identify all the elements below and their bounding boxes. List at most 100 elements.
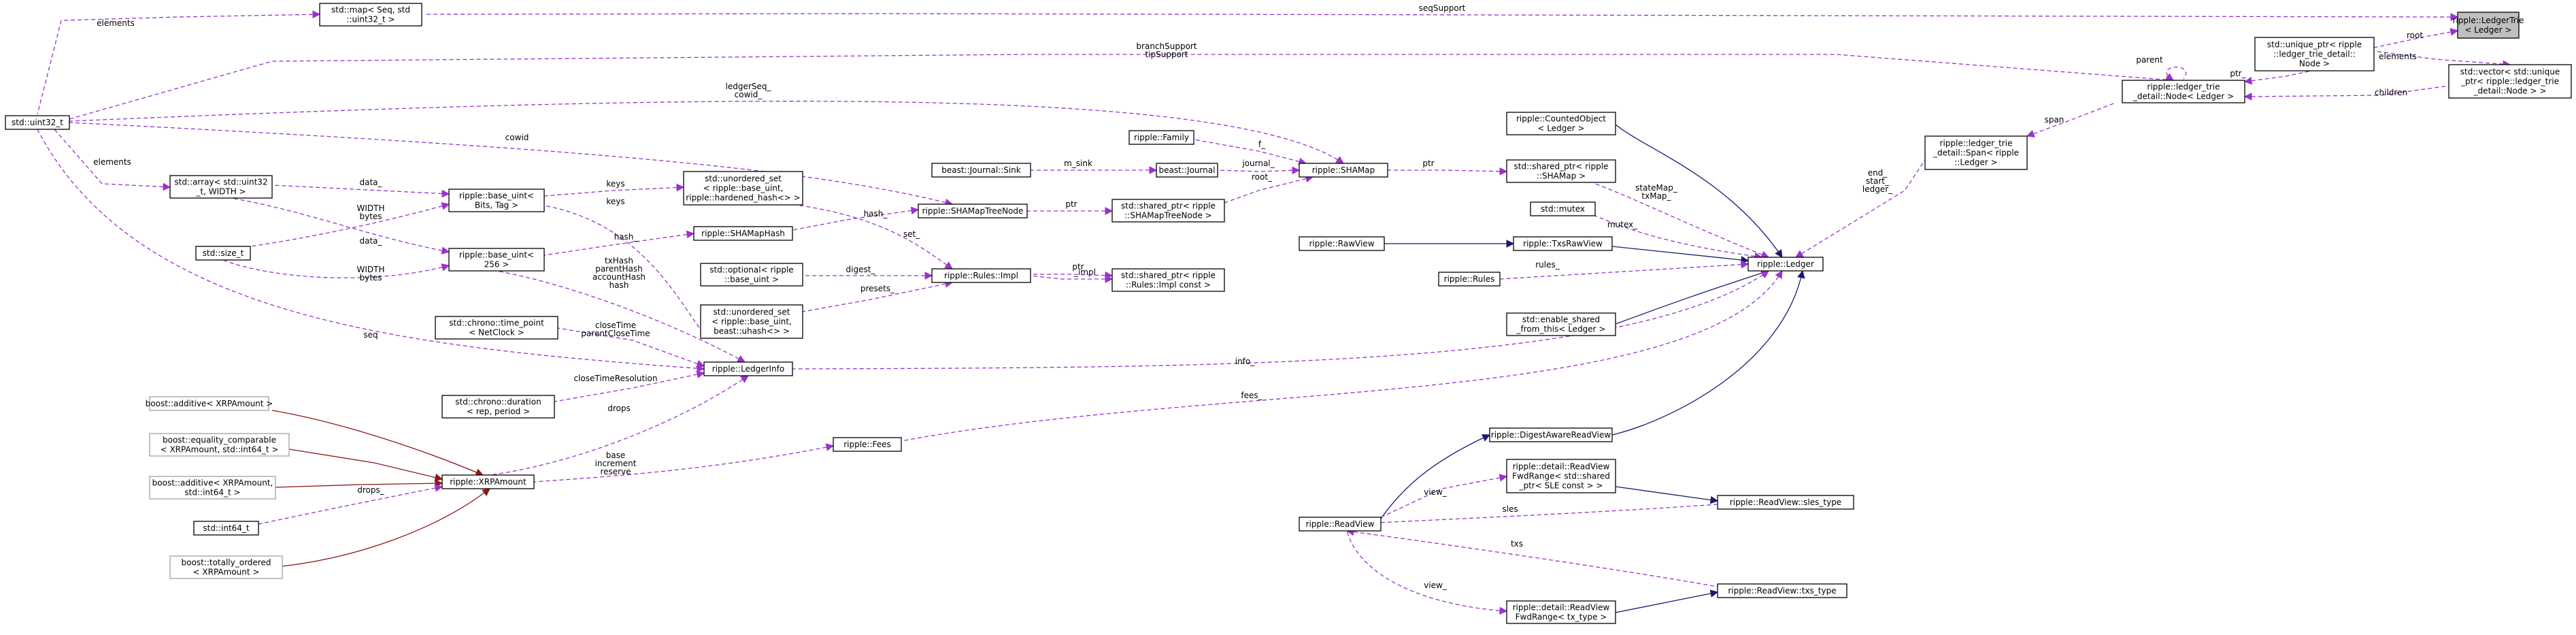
node-label: ripple::XRPAmount [450,477,526,487]
class-node-int64[interactable]: std::int64_t [193,521,259,536]
edge-label: start_ [1866,176,1890,186]
class-node-optional[interactable]: std::optional< ripple::base_uint > [700,263,803,287]
edge-label: view_ [1424,487,1448,497]
edge-line [1795,159,1926,258]
node-label: ripple::Rules::Impl [944,271,1018,280]
class-node-unorduhash[interactable]: std::unordered_set< ripple::base_uint,be… [700,304,803,339]
node-label: std::chrono::time_point [449,319,544,328]
class-node-shamap[interactable]: ripple::SHAMap [1299,163,1388,178]
class-node-vecuniq[interactable]: std::vector< std::unique_ptr< ripple::le… [2448,64,2572,99]
class-node-span[interactable]: ripple::ledger_trie_detail::Span< ripple… [1924,135,2028,170]
edge-label: cowid_ [735,90,763,99]
node-box [1156,163,1218,178]
class-node-mutex[interactable]: std::mutex [1530,201,1596,216]
class-node-sizet[interactable]: std::size_t [195,246,251,261]
class-node-rules[interactable]: ripple::Rules [1438,272,1501,287]
node-label: beast::Journal::Sink [941,165,1021,175]
class-node-countedobj[interactable]: ripple::CountedObject< Ledger > [1506,112,1616,135]
edge-label: data_ [359,236,382,246]
class-node-duration[interactable]: std::chrono::duration< rep, period > [441,395,555,419]
node-label: ripple::SHAMapTreeNode [922,206,1024,216]
inheritance-edge [1615,269,1770,325]
edge-label: hash_ [864,209,888,218]
node-box [1111,199,1225,223]
dependency-edge: hash_ [792,206,920,231]
edge-label: stateMap_ [1635,183,1678,193]
class-node-stdarray[interactable]: std::array< std::uint32_t, WIDTH > [169,175,273,199]
class-node-family[interactable]: ripple::Family [1128,130,1194,145]
class-node-uniqueptr[interactable]: std::unique_ptr< ripple::ledger_trie_det… [2254,37,2375,71]
dependency-edge: elements [2373,50,2511,69]
class-node-xrpamount[interactable]: ripple::XRPAmount [441,474,535,489]
class-node-slestype[interactable]: ripple::ReadView::sles_type [1717,495,1854,510]
edge-label: tipSupport [1145,50,1188,59]
node-label: < Ledger > [2464,25,2511,35]
class-node-treenode[interactable]: ripple::SHAMapTreeNode [918,203,1028,218]
class-node-readview[interactable]: ripple::ReadView [1299,517,1382,532]
dependency-edge: drops [489,375,749,476]
edge-line [258,484,444,525]
class-node-trienode[interactable]: ripple::ledger_trie_detail::Node< Ledger… [2122,80,2245,103]
node-box [693,226,793,241]
class-node-addxrp[interactable]: boost::additive< XRPAmount > [146,396,273,411]
class-node-baseuint256[interactable]: ripple::base_uint<256 > [448,248,545,272]
edge-label: accountHash [592,272,646,282]
edge-line [69,54,2175,120]
node-label: _detail::Node > > [2473,86,2547,96]
class-node-sharedshamap[interactable]: std::shared_ptr< ripple::SHAMap > [1506,159,1616,183]
class-node-sink[interactable]: beast::Journal::Sink [931,163,1031,178]
class-node-sharedtreenode[interactable]: std::shared_ptr< ripple::SHAMapTreeNode … [1111,199,1225,223]
class-node-rulesimpl[interactable]: ripple::Rules::Impl [931,268,1031,283]
edge-label: root [2407,31,2423,40]
dependency-edge: ptr [1027,199,1114,215]
class-node-uint32[interactable]: std::uint32_t [5,115,70,130]
class-node-eqcomp[interactable]: boost::equality_comparable< XRPAmount, s… [149,433,290,457]
class-node-root[interactable]: ripple::LedgerTrie< Ledger > [2453,12,2524,39]
dependency-edge: children [2243,85,2449,101]
edge-label: parent [2136,55,2163,65]
edge-line [288,449,444,482]
class-node-fees[interactable]: ripple::Fees [833,437,902,452]
edge-label: WIDTH [357,203,385,213]
class-node-mapseq[interactable]: std::map< Seq, std::uint32_t > [319,3,422,27]
node-box [1506,600,1616,624]
dependency-edge: cowid [69,122,954,207]
class-node-shamaphash[interactable]: ripple::SHAMapHash [693,226,793,241]
class-node-ledgerinfo[interactable]: ripple::LedgerInfo [703,361,793,376]
edge-label: drops_ [357,485,384,495]
class-node-unordhardened[interactable]: std::unordered_set< ripple::base_uint,ri… [683,171,803,206]
edge-line [1030,275,1114,283]
edge-line [1031,271,1114,280]
class-node-ledger[interactable]: ripple::Ledger [1747,257,1824,272]
dependency-edge: seqSupport [424,3,2459,21]
edge-label: f_ [1258,140,1266,149]
edge-label: parentHash [595,264,643,274]
edge-line [1594,183,1770,259]
node-box [683,171,803,206]
inheritance-edge [1380,434,1491,519]
class-node-timepoint[interactable]: std::chrono::time_point< NetClock > [435,316,558,340]
class-node-addint[interactable]: boost::additive< XRPAmount,std::int64_t … [149,476,276,500]
edge-line [2243,85,2449,101]
edge-line [533,443,835,483]
edge-line [2243,70,2312,85]
node-label: ripple::ReadView [1306,519,1375,529]
dependency-edge: data_ [231,197,450,255]
node-label: FwdRange< tx_type > [1516,613,1607,622]
class-node-rawview[interactable]: ripple::RawView [1299,236,1385,251]
edge-label: txs [1511,539,1523,549]
class-node-digestview[interactable]: ripple::DigestAwareReadView [1489,427,1613,442]
class-node-enableshared[interactable]: std::enable_shared_from_this< Ledger > [1506,312,1616,336]
class-node-txstype[interactable]: ripple::ReadView::txs_type [1717,583,1847,598]
class-node-txsrawview[interactable]: ripple::TxsRawView [1513,236,1613,251]
node-label: _ptr< SLE const > > [1518,481,1603,491]
dependency-edge: presets_ [802,280,954,312]
dependency-edge: keys [543,179,685,197]
class-node-baseuintbits[interactable]: ripple::base_uint<Bits, Tag > [448,189,545,212]
class-node-totord[interactable]: boost::totally_ordered< XRPAmount > [169,555,283,579]
class-node-sharedimpl[interactable]: std::shared_ptr< ripple::Rules::Impl con… [1111,268,1225,292]
class-node-journal[interactable]: beast::Journal [1156,163,1218,178]
node-label: ripple::base_uint< [459,191,534,201]
